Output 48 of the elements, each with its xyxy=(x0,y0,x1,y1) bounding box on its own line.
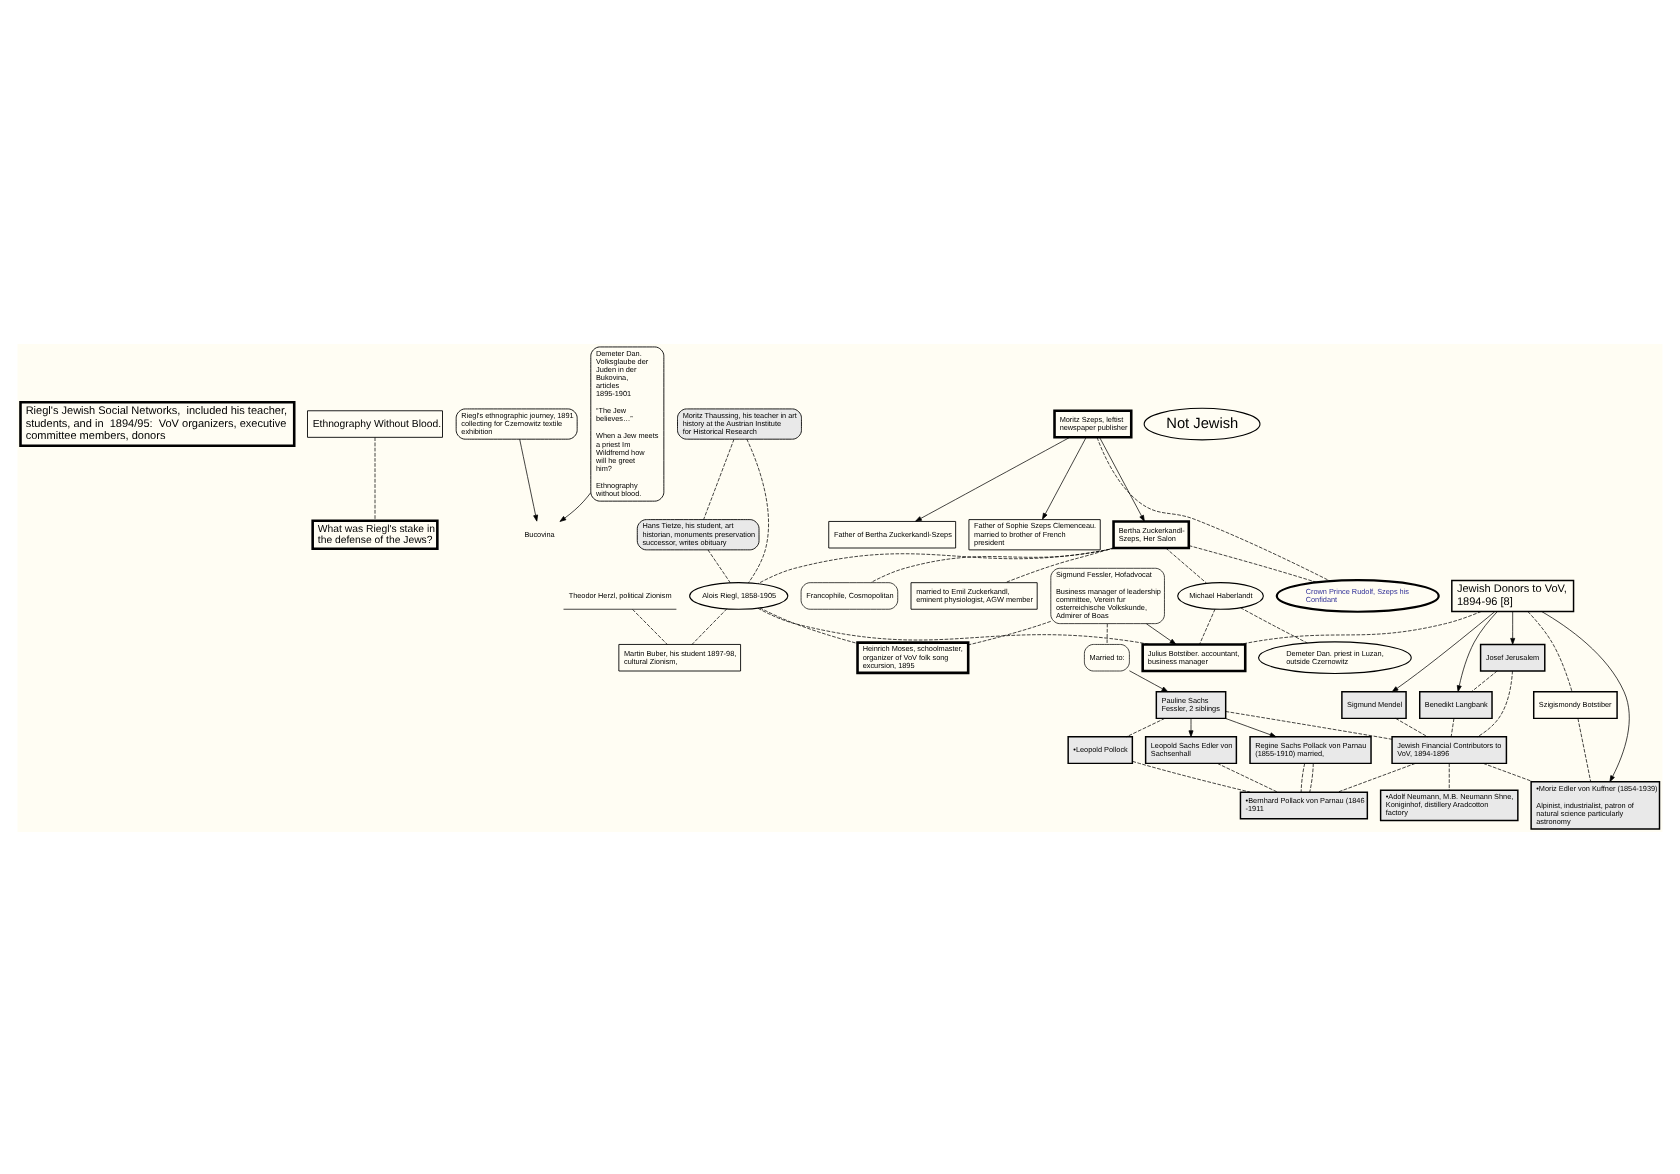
connector xyxy=(1448,762,1450,790)
arrow xyxy=(915,436,1071,521)
connector xyxy=(1225,710,1393,739)
connector xyxy=(1217,762,1278,792)
arrow xyxy=(1225,717,1277,737)
connector xyxy=(1199,607,1216,644)
connector xyxy=(1300,762,1305,792)
connector xyxy=(691,607,728,644)
arrow xyxy=(1188,717,1194,736)
arrow xyxy=(1391,610,1496,692)
connector xyxy=(757,546,1116,584)
connector xyxy=(1337,762,1416,792)
arrow xyxy=(1042,436,1087,519)
connector xyxy=(759,606,858,643)
connector xyxy=(1309,762,1314,792)
connector xyxy=(1477,669,1513,737)
connector xyxy=(1450,717,1455,736)
arrow xyxy=(559,491,592,521)
connector xyxy=(1240,610,1482,644)
connector xyxy=(1004,546,1114,582)
connector xyxy=(1132,759,1251,792)
arrow xyxy=(1129,669,1169,692)
connector xyxy=(1240,606,1308,643)
arrow xyxy=(1510,610,1516,644)
arrow xyxy=(519,437,538,521)
connector xyxy=(1188,544,1318,582)
connector xyxy=(1471,669,1498,692)
connector xyxy=(1096,436,1331,581)
arrow xyxy=(1099,436,1145,521)
connector xyxy=(1482,762,1534,782)
connector xyxy=(1106,622,1108,644)
arrow xyxy=(1145,622,1177,644)
connector xyxy=(374,436,376,520)
connector xyxy=(746,437,769,583)
arrow xyxy=(1456,610,1498,691)
arrow xyxy=(1541,610,1630,782)
node-ellipse: Not Jewish xyxy=(1143,406,1261,440)
connector xyxy=(707,548,731,583)
connector xyxy=(1126,717,1166,737)
connector xyxy=(1395,717,1428,737)
connector xyxy=(870,546,1115,582)
connector xyxy=(757,606,1150,644)
connector xyxy=(1527,610,1573,691)
connector xyxy=(968,619,1052,645)
connector xyxy=(1165,546,1207,583)
connector xyxy=(632,608,668,644)
connector xyxy=(1577,717,1592,781)
connector xyxy=(703,437,735,519)
